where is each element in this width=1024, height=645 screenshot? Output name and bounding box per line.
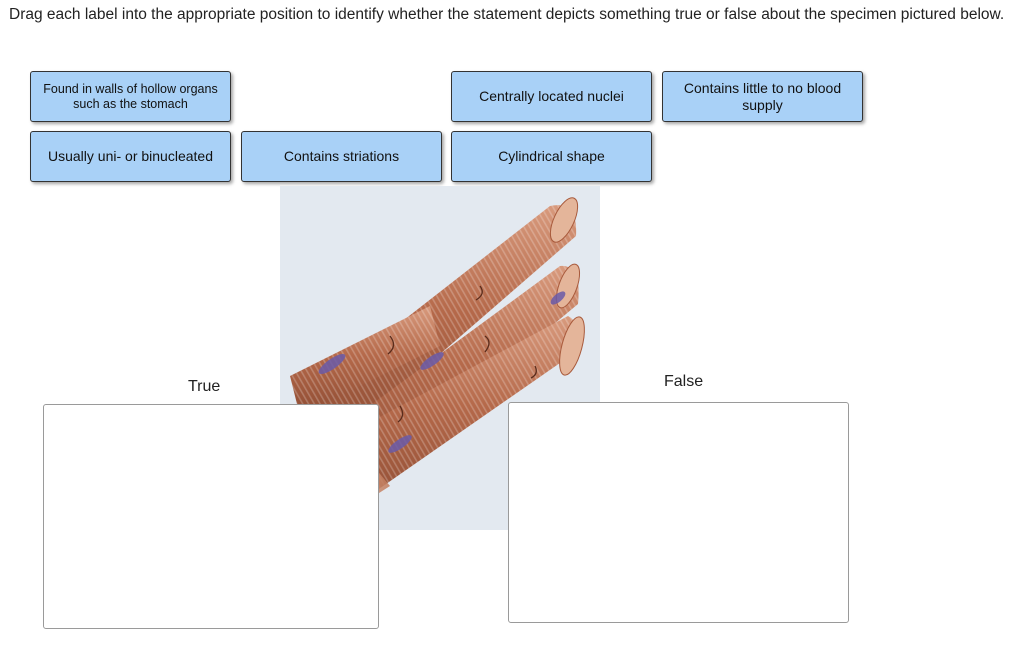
nucleus-3 — [388, 435, 412, 453]
nucleus-1 — [318, 353, 346, 375]
label-striations[interactable]: Contains striations — [241, 131, 442, 182]
label-central-nuclei[interactable]: Centrally located nuclei — [451, 71, 652, 122]
muscle-fiber-back-1 — [300, 197, 579, 441]
label-uninucleated[interactable]: Usually uni- or binucleated — [30, 131, 231, 182]
true-drop-zone[interactable] — [43, 404, 379, 629]
label-cylindrical[interactable]: Cylindrical shape — [451, 131, 652, 182]
instructions-text: Drag each label into the appropriate pos… — [9, 6, 1005, 23]
label-blood-supply[interactable]: Contains little to no blood supply — [662, 71, 863, 122]
false-drop-zone[interactable] — [508, 402, 849, 623]
true-heading: True — [188, 378, 221, 395]
nucleus-4 — [550, 291, 566, 305]
nucleus-2 — [420, 352, 444, 370]
muscle-fiber-left — [290, 306, 440, 416]
label-hollow-organs[interactable]: Found in walls of hollow organs such as … — [30, 71, 231, 122]
false-heading: False — [664, 373, 704, 390]
